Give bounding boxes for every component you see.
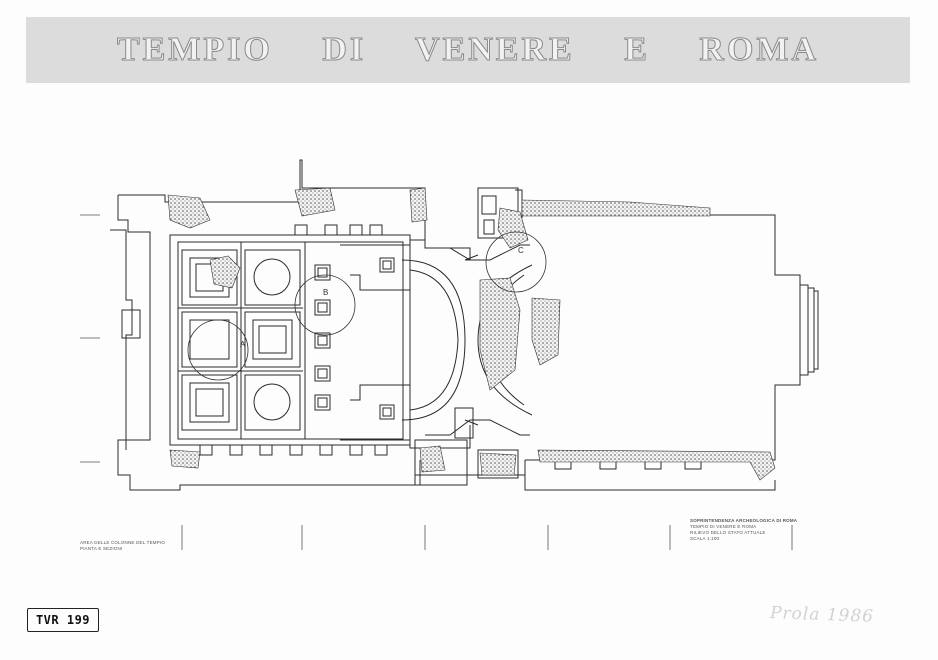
archive-stamp: TVR 199: [27, 608, 99, 632]
excavated-remains: [167, 187, 776, 481]
coffered-panels: [181, 249, 301, 431]
detail-circle-c: [485, 231, 547, 293]
detail-circle-a: [187, 319, 249, 381]
pencil-annotation: Prola 1986: [769, 603, 875, 627]
east-steps: [799, 284, 819, 376]
detail-label-b: B: [323, 288, 329, 297]
west-perimeter: [118, 159, 426, 248]
page-title: TEMPIO DI VENERE E ROMA: [116, 31, 820, 69]
detail-label-a: A: [240, 340, 246, 349]
column-bases: [314, 264, 331, 411]
caption-right: SOPRINTENDENZA ARCHEOLOGICA DI ROMA TEMP…: [690, 518, 798, 541]
detail-circles: [187, 231, 547, 381]
floor-plan: [80, 159, 819, 550]
west-apse: [401, 259, 466, 421]
east-cella: [525, 214, 801, 461]
detail-label-c: C: [518, 246, 524, 255]
title-band: TEMPIO DI VENERE E ROMA: [26, 17, 910, 83]
caption-left: AREA DELLE COLONNE DEL TEMPIO PIANTA E S…: [80, 540, 166, 551]
west-cella: [169, 234, 411, 446]
detail-circle-b: [294, 274, 356, 336]
